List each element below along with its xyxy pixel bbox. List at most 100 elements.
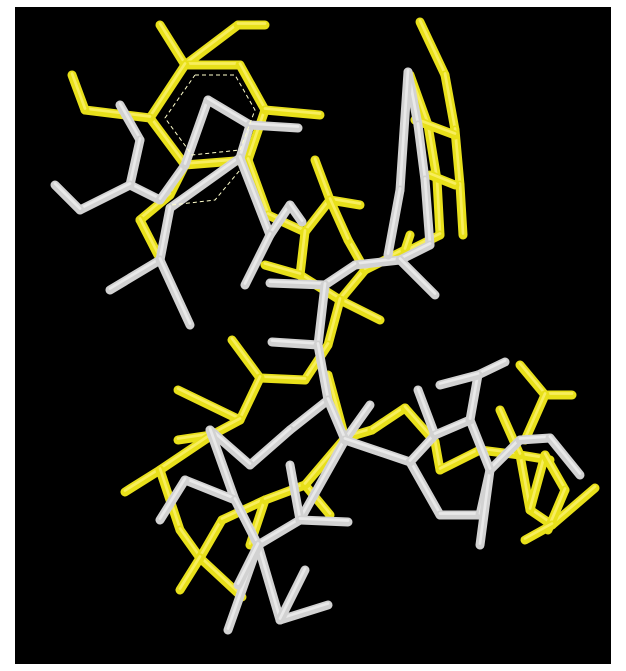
white-bond-stick xyxy=(265,278,330,290)
white-bond-stick xyxy=(405,430,440,467)
white-bond-stick xyxy=(267,337,323,350)
white-bond-stick xyxy=(165,153,245,213)
white-bond-stick xyxy=(435,370,483,390)
white-bond-stick xyxy=(295,435,350,525)
white-bond-stick xyxy=(245,425,295,470)
yellow-bond-stick xyxy=(195,515,227,563)
white-bond-stick xyxy=(383,185,405,260)
white-bond-stick xyxy=(275,600,333,625)
white-bond-stick xyxy=(233,540,263,590)
white-bond-stick xyxy=(320,260,360,290)
white-bond-stick xyxy=(340,435,415,467)
white-bond-stick xyxy=(50,180,85,215)
white-bond-stick xyxy=(253,515,305,550)
molecular-overlay-render xyxy=(50,17,600,635)
aromatic-dash-ring xyxy=(164,74,256,156)
yellow-bond-stick xyxy=(120,465,165,497)
white-bond-stick xyxy=(275,565,310,625)
white-bond-stick xyxy=(265,200,295,240)
molecule-viewport[interactable] xyxy=(15,7,611,664)
yellow-bond-stick xyxy=(430,437,445,475)
white-bond-stick xyxy=(155,475,190,525)
white-bond-stick xyxy=(395,255,440,300)
yellow-bond-stick xyxy=(243,155,273,220)
yellow-bond-stick xyxy=(310,155,335,205)
white-bond-stick xyxy=(430,415,475,440)
white-bond-stick xyxy=(285,460,305,525)
white-bond-stick xyxy=(420,175,435,250)
white-bond-stick xyxy=(515,433,555,445)
yellow-bond-stick xyxy=(175,525,205,563)
yellow-bond-stick xyxy=(335,265,370,305)
yellow-bond-stick xyxy=(155,20,190,70)
white-bond-stick xyxy=(313,280,330,350)
yellow-bond-stick xyxy=(260,260,305,280)
white-bond-stick xyxy=(413,385,440,440)
yellow-bond-stick xyxy=(525,450,550,515)
white-bond-stick xyxy=(155,160,190,205)
yellow-bond-stick xyxy=(145,60,190,123)
white-bond-stick xyxy=(253,540,285,625)
yellow-bond-stick xyxy=(233,20,270,30)
white-bond-stick xyxy=(230,495,263,550)
white-bond-stick xyxy=(395,240,435,265)
yellow-bond-stick xyxy=(367,403,410,435)
yellow-bond-stick xyxy=(235,60,270,115)
yellow-bond-stick xyxy=(135,215,163,260)
yellow-bond-stick xyxy=(435,445,485,475)
aromatic-dash-arc xyxy=(171,169,241,206)
yellow-bond-stick xyxy=(295,227,310,280)
yellow-bond-stick xyxy=(227,335,265,383)
white-bond-stick xyxy=(340,400,375,445)
yellow-bond-stick xyxy=(300,195,335,237)
yellow-bond-stick xyxy=(400,230,415,255)
yellow-bond-stick xyxy=(155,430,217,475)
white-bond-stick xyxy=(240,230,275,290)
white-bond-stick xyxy=(413,120,430,185)
yellow-bond-stick xyxy=(195,553,247,602)
yellow-bond-stick xyxy=(540,450,570,495)
yellow-bond-stick xyxy=(432,175,445,240)
white-bond-stick xyxy=(485,435,525,475)
yellow-bond-stick xyxy=(175,553,205,595)
white-bond-stick xyxy=(465,415,495,475)
white-bond-stick xyxy=(125,180,165,205)
yellow-bond-stick xyxy=(547,483,600,530)
white-bond-stick xyxy=(395,67,413,195)
white-bond-stick xyxy=(180,95,213,170)
yellow-bond-stick xyxy=(455,180,468,240)
yellow-bond-stick xyxy=(180,60,245,70)
yellow-bond-stick xyxy=(67,70,90,115)
yellow-bond-stick xyxy=(520,520,557,545)
yellow-bond-stick xyxy=(80,105,155,123)
yellow-bond-stick xyxy=(325,195,353,245)
white-bond-stick xyxy=(350,255,405,270)
yellow-bond-stick xyxy=(440,70,460,135)
white-bond-stick xyxy=(545,433,585,480)
white-bond-stick xyxy=(313,340,333,405)
white-bond-stick xyxy=(473,357,510,380)
white-bond-stick xyxy=(465,370,483,425)
yellow-bond-stick xyxy=(335,295,385,325)
yellow-bond-stick xyxy=(425,170,460,190)
white-bond-stick xyxy=(405,457,445,520)
yellow-bond-stick xyxy=(180,20,243,70)
white-bond-stick xyxy=(75,180,135,215)
yellow-bond-stick xyxy=(255,373,310,385)
white-bond-stick xyxy=(115,100,145,145)
yellow-bond-stick xyxy=(423,120,442,185)
white-bond-stick xyxy=(245,120,303,133)
yellow-bond-stick xyxy=(243,105,270,165)
yellow-bond-stick xyxy=(263,210,310,237)
yellow-bond-stick xyxy=(145,113,190,170)
white-bond-stick xyxy=(323,395,350,445)
yellow-bond-stick xyxy=(415,17,450,80)
white-bond-stick xyxy=(285,395,333,435)
white-bond-stick xyxy=(155,255,195,330)
white-bond-stick xyxy=(125,135,145,190)
yellow-bond-stick xyxy=(300,480,335,520)
white-bond-stick xyxy=(475,465,495,550)
white-bond-stick xyxy=(435,510,485,520)
white-bond-stick xyxy=(180,475,240,505)
white-bond-stick xyxy=(285,200,307,227)
